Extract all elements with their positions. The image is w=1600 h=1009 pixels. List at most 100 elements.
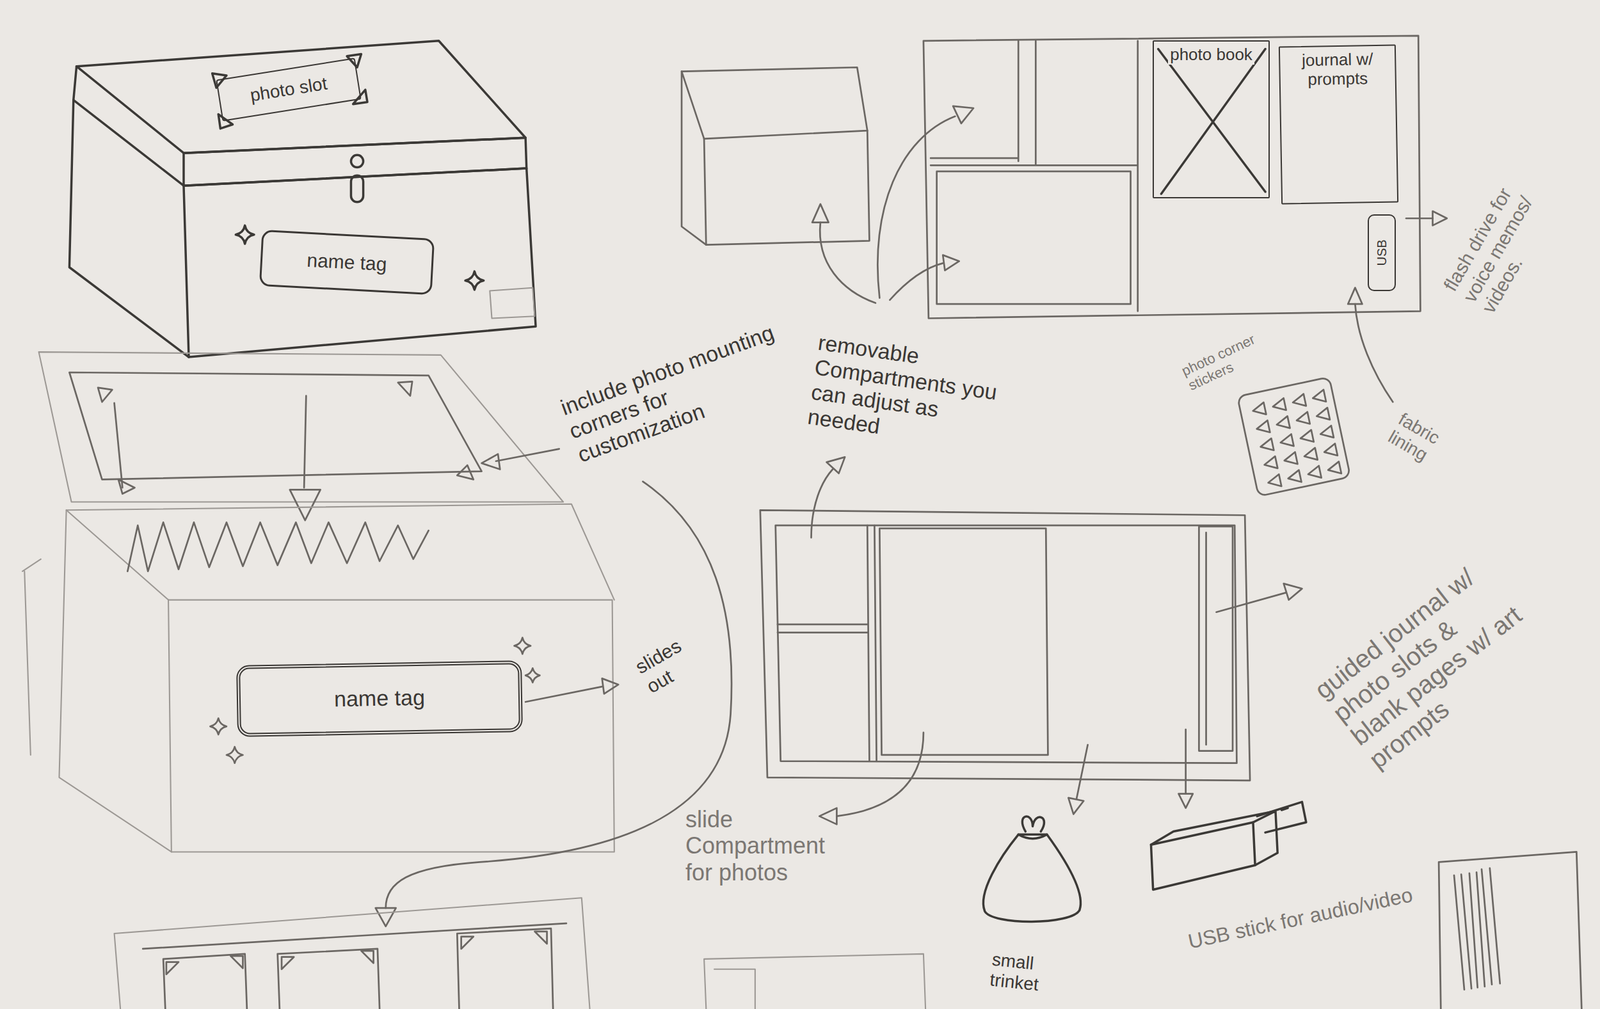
node-text: photo book xyxy=(1168,45,1255,65)
photo-corner xyxy=(346,54,361,68)
tray-divider xyxy=(777,525,877,761)
journal-box: journal w/ prompts xyxy=(1278,44,1399,205)
sparkle xyxy=(525,668,540,683)
leader-line xyxy=(496,449,560,462)
photo-corner-sticker xyxy=(1283,452,1298,468)
annotation-note: removable Compartments you can adjust as… xyxy=(806,330,1011,457)
photo-corner-sticker xyxy=(1306,465,1322,481)
open-box-front xyxy=(168,600,615,853)
box-opening xyxy=(66,504,615,601)
leader-curve xyxy=(385,481,732,909)
leader-line xyxy=(525,686,603,703)
photo-corner-sticker xyxy=(1263,456,1279,472)
open-lid-outer xyxy=(39,352,564,502)
photo-corner-sticker xyxy=(1267,474,1282,489)
arrowhead xyxy=(481,454,501,470)
leader-line xyxy=(1216,592,1286,612)
photo-corner-sticker xyxy=(1315,407,1330,423)
leader-curve xyxy=(819,222,876,304)
open-box-side xyxy=(58,510,171,852)
trinket-bag xyxy=(983,834,1081,922)
arrowhead xyxy=(1432,211,1448,226)
box-lid-side xyxy=(73,66,184,187)
leader-curve xyxy=(889,263,943,300)
bag-drawstring xyxy=(1018,816,1048,840)
arrowhead xyxy=(289,489,321,521)
leader-curve xyxy=(836,732,924,817)
photo-corner-sticker xyxy=(1291,394,1307,409)
annotation-note: include photo mounting corners for custo… xyxy=(557,318,800,468)
erased-sketch xyxy=(489,288,535,319)
photo-corner-sticker xyxy=(1322,443,1338,459)
arrowhead xyxy=(1178,794,1193,809)
arrowhead xyxy=(375,908,397,927)
sticker-sheet-outline xyxy=(1237,376,1351,496)
box-lid-front xyxy=(183,137,527,186)
tray-outline xyxy=(923,35,1421,319)
arrowhead xyxy=(942,255,960,271)
photo-corner xyxy=(218,114,233,129)
photo-corner xyxy=(281,957,294,970)
box-clasp-loop xyxy=(350,154,363,168)
photo-corner xyxy=(456,465,474,480)
flash-drive-box: USB xyxy=(1367,214,1396,292)
sparkle xyxy=(514,638,532,655)
annotation-note: guided journal w/ photo slots & blank pa… xyxy=(1308,551,1548,775)
annotation-note: photo corner stickers xyxy=(1179,324,1280,395)
compartment-front xyxy=(704,130,870,246)
leader-curve xyxy=(811,469,833,538)
arrowhead xyxy=(819,808,837,825)
usb-stick-front xyxy=(1150,822,1256,890)
annotation-note: small trinket xyxy=(988,949,1083,1000)
usb-connector xyxy=(1256,801,1307,833)
photo-frame xyxy=(456,928,553,1009)
lid-inner-edge xyxy=(142,923,567,950)
photo-corner-sticker xyxy=(1259,438,1275,454)
leader-line xyxy=(1076,744,1088,800)
leader-line xyxy=(1406,217,1433,220)
box-side xyxy=(69,99,189,358)
sparkle xyxy=(209,718,227,736)
annotation-note: slide Compartment for photos xyxy=(685,806,840,886)
name-tag-box: name tag xyxy=(236,660,523,738)
tray-outline xyxy=(760,510,1250,781)
lid-outline xyxy=(114,897,591,1009)
arrowhead xyxy=(602,678,619,694)
box-sketch xyxy=(704,954,926,1009)
photo-corner-sticker xyxy=(1303,448,1318,463)
leader-curve xyxy=(877,116,955,299)
arrowhead xyxy=(1283,583,1303,601)
photo-corner-sticker xyxy=(1255,420,1271,436)
node-text: name tag xyxy=(304,248,390,276)
compartment-side xyxy=(681,71,706,246)
slide-compartment xyxy=(879,528,1048,756)
annotation-note: USB stick for audio/video xyxy=(1185,883,1417,955)
leader-curve xyxy=(1354,304,1393,402)
arrowhead xyxy=(812,204,829,223)
photo-corner-sticker xyxy=(1251,402,1267,418)
tray-divider xyxy=(930,40,1138,312)
fabric-lining-zigzag xyxy=(127,522,429,572)
erased-sketch xyxy=(22,559,41,756)
arrowhead xyxy=(1347,288,1362,305)
photo-corner-sticker xyxy=(1299,430,1314,445)
photo-corner-sticker xyxy=(1319,425,1334,441)
tray-compartment xyxy=(936,171,1131,304)
sparkle xyxy=(235,225,255,244)
photo-corner-sticker xyxy=(1275,416,1291,431)
node-text: journal w/ prompts xyxy=(1287,49,1388,90)
annotation-note: slides out xyxy=(631,624,715,699)
cross-out xyxy=(1158,49,1266,194)
photo-corner xyxy=(461,936,474,950)
photo-frame xyxy=(163,954,248,1009)
photo-corner xyxy=(353,89,368,104)
name-tag-box: name tag xyxy=(259,229,435,296)
pencil-sketch xyxy=(1454,868,1501,991)
sparkle xyxy=(465,271,484,290)
photo-corner-sticker xyxy=(1279,433,1295,449)
annotation-note: fabric lining xyxy=(1384,408,1483,490)
photo-corner-sticker xyxy=(1271,398,1287,413)
open-lid-inner xyxy=(69,372,482,480)
